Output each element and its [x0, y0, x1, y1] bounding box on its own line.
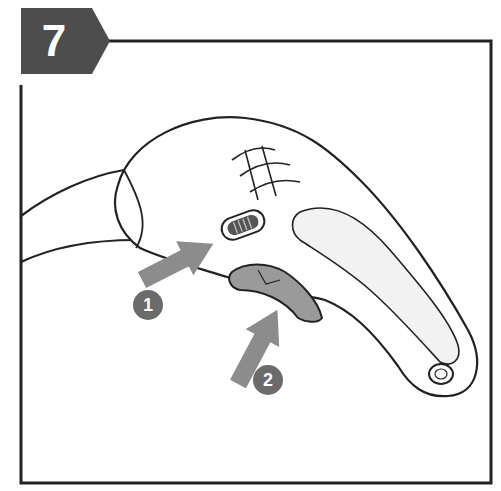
hang-hole [429, 364, 453, 384]
callout-circle [133, 290, 163, 320]
push-arrow [133, 227, 222, 297]
callout-number: 1 [133, 290, 163, 320]
grip-panel [293, 208, 459, 364]
step-number: 7 [22, 10, 86, 72]
callout-circle [253, 365, 283, 395]
slider-button [219, 207, 268, 243]
hang-hole [435, 369, 447, 379]
hose-line [21, 240, 136, 262]
neck-joint [124, 170, 143, 248]
trigger-mark [258, 270, 280, 284]
hose-line [21, 170, 124, 216]
handle-body [115, 117, 477, 396]
callout-number: 2 [253, 365, 283, 395]
step-badge [21, 8, 110, 74]
frame-border [21, 41, 491, 483]
top-ridges [232, 146, 300, 200]
